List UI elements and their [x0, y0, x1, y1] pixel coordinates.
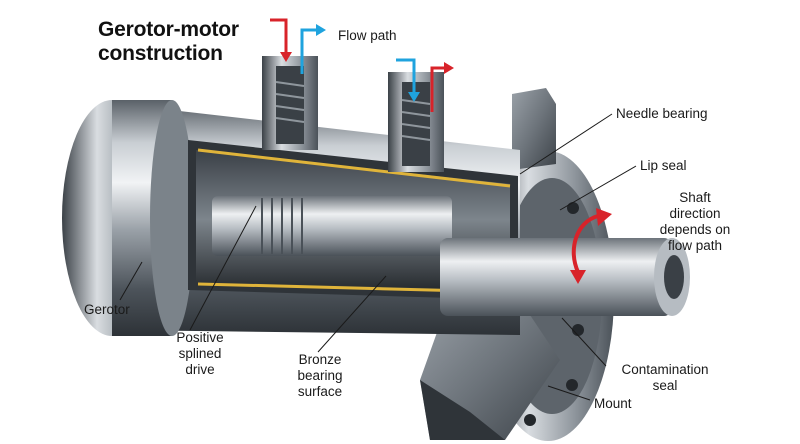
label-shaft-direction-line-1: Shaft	[679, 190, 711, 205]
label-needle-bearing: Needle bearing	[616, 106, 708, 121]
label-contamination-line-2: seal	[652, 378, 678, 393]
label-contamination-seal: Contamination seal	[610, 362, 720, 394]
flow-arrow-red-out	[430, 66, 446, 112]
splined-drive-shaft	[212, 196, 452, 256]
label-positive-line-2: splined	[178, 346, 222, 361]
label-shaft-direction-line-4: flow path	[667, 238, 723, 253]
label-bronze-bearing-surface: Bronze bearing surface	[280, 352, 360, 400]
label-bronze-line-1: Bronze	[298, 352, 342, 367]
label-shaft-direction-line-3: depends on	[659, 222, 731, 237]
shaft-direction-arrow	[571, 214, 599, 273]
label-bronze-line-3: surface	[297, 384, 343, 399]
label-positive-line-3: drive	[185, 362, 215, 377]
label-contamination-line-1: Contamination	[621, 362, 709, 377]
label-shaft-direction-line-2: direction	[669, 206, 721, 221]
bronze-stripe-top	[197, 148, 511, 188]
flow-arrow-blue-out	[300, 28, 318, 74]
label-flow-path: Flow path	[338, 28, 397, 43]
label-bronze-line-2: bearing	[297, 368, 343, 383]
leader-lines	[119, 113, 637, 401]
label-mount: Mount	[594, 396, 632, 411]
label-shaft-direction: Shaft direction depends on flow path	[640, 190, 750, 254]
label-positive-line-1: Positive	[176, 330, 224, 345]
title-line-1: Gerotor-motor	[98, 18, 239, 41]
title-line-2: construction	[98, 42, 223, 65]
flow-arrow-blue-in	[396, 58, 416, 94]
flow-arrow-red-in	[270, 18, 288, 54]
label-positive-splined-drive: Positive splined drive	[160, 330, 240, 378]
label-lip-seal: Lip seal	[640, 158, 687, 173]
diagram-title: Gerotor-motor construction	[98, 18, 239, 66]
label-gerotor: Gerotor	[84, 302, 130, 317]
output-shaft	[440, 238, 672, 316]
